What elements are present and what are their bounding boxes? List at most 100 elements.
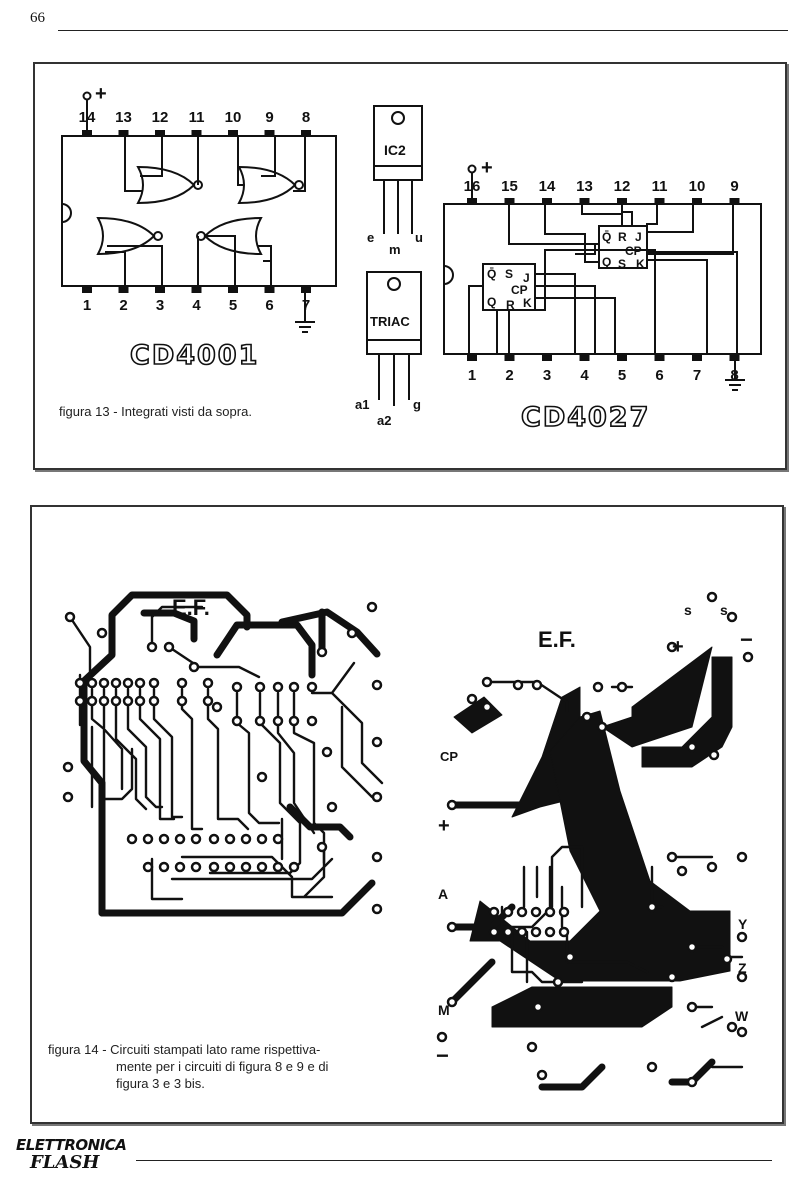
pcb-left-pad [211,701,223,713]
pcb-left-pad [122,695,134,707]
pcb-right-pad [708,749,720,761]
pcb-right-pad [530,906,542,918]
triac-pin-a1: a1 [355,397,369,412]
triac-label: TRIAC [370,314,410,329]
pcb-left-pad [62,791,74,803]
caption-line-1: figura 14 - Circuiti stampati lato rame … [48,1042,321,1057]
triac-pin-g: g [413,397,421,412]
pcb-right-pad [488,926,500,938]
cd4001-top-pin-pad [191,130,202,137]
pcb-left-pad [256,861,268,873]
label-m: M [438,1002,450,1018]
cd4027-chip [443,203,762,355]
cd4001-top-pin-label: 12 [152,109,169,126]
cd4027-bottom-pin-pad [579,354,590,361]
pcb-left-pad [98,677,110,689]
page-number: 66 [30,10,45,26]
pcb-left-pad [326,801,338,813]
pcb-left-pad [371,736,383,748]
ff1-qbar: Q̄ [602,230,611,244]
cd4001-pins [82,130,311,293]
pcb-left-pad [134,677,146,689]
cd4001-top-pin-pad [301,130,311,137]
pcb-left [62,591,384,917]
nor-gate-2 [237,165,297,205]
pcb-left-pad [163,641,175,653]
pcb-right-pad [736,971,748,983]
cd4001-bottom-pin-label: 6 [265,297,273,314]
ic2-pin-m: m [389,242,401,257]
pcb-right-pad [646,1061,658,1073]
pcb-left-pad [174,833,186,845]
pcb-right-pad [516,926,528,938]
cd4027-body [443,203,762,355]
pcb-left-pad [288,861,300,873]
cd4027-top-pin-pad [542,198,552,205]
ff2-j: J [523,271,530,285]
cd4001-top-pin-label: 9 [265,109,273,126]
cd4027-bottom-pin-label: 3 [543,367,551,384]
cd4001-bottom-pin-label: 4 [192,297,201,314]
pcb-left-pad [346,627,358,639]
pcb-right-pad [488,906,500,918]
pcb-right-pad [481,676,493,688]
pcb-right-pad [516,906,528,918]
cd4001-bottom-pin-pad [118,286,129,293]
pcb-left-pad [190,833,202,845]
pcb-left-pad [122,677,134,689]
pcb-right-pad [502,926,514,938]
pcb-right-pad [530,926,542,938]
pcb-left-pad [254,681,266,693]
logo-bottom: FLASH [30,1152,100,1173]
cd4001-supply [82,91,315,333]
cd4027-top-pin-pad [467,198,477,205]
cd4001-bottom-pin-pad [155,286,165,293]
ff2-qbar: Q̄ [487,267,496,281]
pcb-right-pad [736,931,748,943]
pcb-right-pad [666,851,678,863]
pcb-left-pad [371,903,383,915]
pcb-right-pad [466,693,478,705]
pcb-right-pad [532,1001,544,1013]
pcb-right-pad [564,951,576,963]
pcb-right-pad [552,976,564,988]
pcb-left-pad [224,833,236,845]
pcb-right-pad [512,679,524,691]
pcb-left-pad [306,681,318,693]
label-minus-top: − [740,627,753,652]
pcb-left-pad [256,771,268,783]
cd4027-bottom-pin-pad [542,354,552,361]
cd4027-supply [467,164,745,391]
cd4001-top-pin-pad [118,130,129,137]
cd4027-top-pin-label: 12 [614,178,631,195]
label-w: W [735,1008,749,1024]
pcb-left-pad [74,677,86,689]
ff2-cp: CP [511,283,528,297]
cd4001-bottom-pin-label: 5 [229,297,237,314]
pcb-right-pad [686,741,698,753]
pcb-left-pad [74,695,86,707]
cd4001-bottom-pin-label: 3 [156,297,164,314]
pcb-right-pad [596,721,608,733]
pcb-right-pad [558,926,570,938]
label-cp: CP [440,749,458,764]
label-minus: − [436,1043,449,1068]
label-a: A [438,886,448,902]
figure-14-drawing: E.F. E.F. CP + A M − Y Z W s s + − [62,591,754,1091]
pcb-left-pad [158,833,170,845]
pcb-left-pad [62,761,74,773]
pcb-left-pad [64,611,76,623]
pcb-left-pad [366,601,378,613]
label-z: Z [738,960,747,976]
cd4001-top-pin-pad [264,130,275,137]
label-y: Y [738,916,748,932]
nor-gate-1 [136,165,196,205]
pcb-right-pad [544,906,556,918]
pcb-left-mark: E.F. [172,595,210,620]
pcb-left-pad [208,861,220,873]
pcb-right-pad [736,851,748,863]
pcb-right-pad [436,1031,448,1043]
pcb-right-pad [736,1026,748,1038]
